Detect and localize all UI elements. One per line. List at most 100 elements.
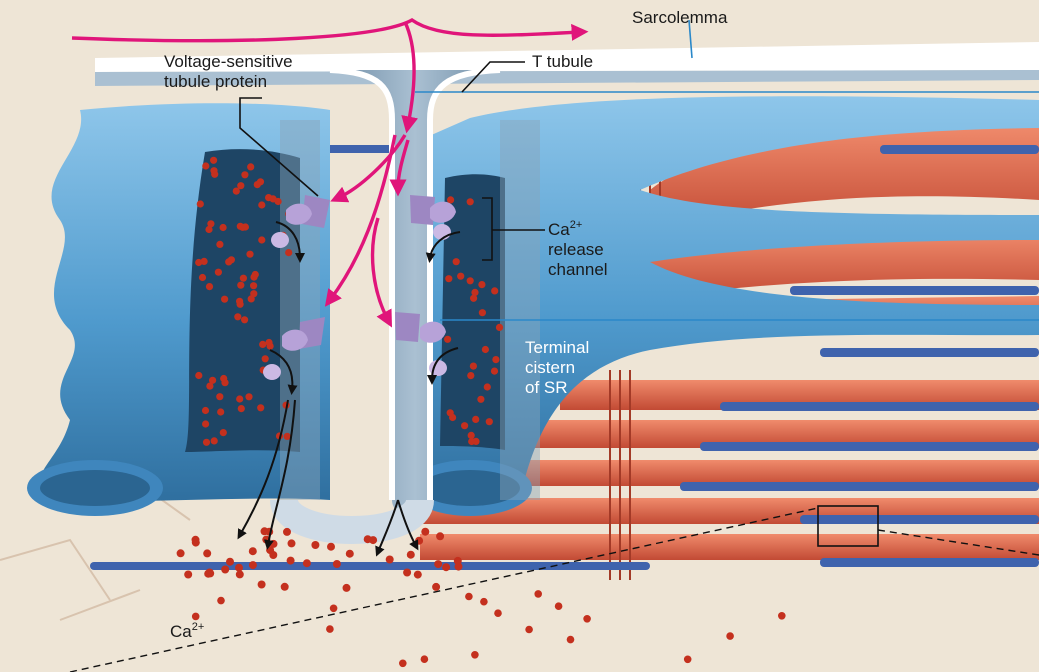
calcium-ion [202, 162, 209, 169]
calcium-ion [197, 200, 204, 207]
calcium-ion [239, 224, 246, 231]
calcium-ion [236, 395, 243, 402]
calcium-ion [467, 372, 474, 379]
calcium-ion [491, 287, 498, 294]
calcium-ion [461, 422, 468, 429]
calcium-ion [470, 295, 477, 302]
calcium-ion-label: Ca2+ [170, 622, 204, 642]
calcium-ion [211, 437, 218, 444]
calcium-ion [206, 283, 213, 290]
calcium-ion [445, 275, 452, 282]
calcium-ion [184, 571, 192, 579]
voltage-sensor-label-line2: tubule protein [164, 72, 293, 92]
calcium-ion [457, 273, 464, 280]
calcium-ion [252, 271, 259, 278]
calcium-ion [583, 615, 591, 623]
calcium-ion [778, 612, 786, 620]
calcium-ion [221, 296, 228, 303]
calcium-ion [203, 549, 211, 557]
terminal-cistern-label-line2: cistern [525, 358, 589, 378]
calcium-ion [726, 632, 734, 640]
calcium-ion [470, 363, 477, 370]
release-channel-label-line1: Ca2+ [548, 220, 608, 240]
calcium-ion [220, 429, 227, 436]
calcium-ion [453, 258, 460, 265]
calcium-ion [281, 583, 289, 591]
release-channel-label-line3: channel [548, 260, 608, 280]
calcium-ion [249, 547, 257, 555]
release-channel-label: Ca2+ release channel [548, 220, 608, 280]
calcium-ion [207, 220, 214, 227]
calcium-ion [192, 613, 200, 621]
calcium-ion [479, 309, 486, 316]
calcium-ion [447, 196, 454, 203]
calcium-ion [480, 598, 488, 606]
calcium-ion [240, 275, 247, 282]
calcium-ion [203, 439, 210, 446]
calcium-ion [195, 372, 202, 379]
calcium-ion [303, 559, 311, 567]
calcium-ion [468, 438, 475, 445]
calcium-ion [202, 420, 209, 427]
calcium-ion [177, 549, 185, 557]
calcium-ion [201, 258, 208, 265]
calcium-ion-base: Ca [170, 622, 192, 641]
calcium-ion [288, 539, 296, 547]
calcium-ion [287, 557, 295, 565]
release-channel-ca: Ca [548, 220, 570, 239]
calcium-ion [250, 290, 257, 297]
calcium-ion [555, 602, 563, 610]
calcium-ion [285, 249, 292, 256]
calcium-ion [534, 590, 542, 598]
calcium-ion [258, 581, 266, 589]
calcium-ion [215, 269, 222, 276]
calcium-ion [192, 539, 200, 547]
calcium-ion [266, 546, 274, 554]
calcium-ion [442, 563, 450, 571]
voltage-sensor-label: Voltage-sensitive tubule protein [164, 52, 293, 92]
calcium-ion [455, 563, 463, 571]
calcium-ion [684, 656, 692, 664]
calcium-ion [234, 313, 241, 320]
calcium-ion [327, 543, 335, 551]
calcium-ion [311, 541, 319, 549]
calcium-ion [414, 571, 422, 579]
calcium-ion [486, 418, 493, 425]
calcium-ion [217, 408, 224, 415]
calcium-ion [226, 558, 234, 566]
calcium-ion [467, 198, 474, 205]
calcium-ion [246, 251, 253, 258]
calcium-ion [494, 609, 502, 617]
calcium-ion [258, 236, 265, 243]
calcium-ion [257, 404, 264, 411]
calcium-ion [225, 258, 232, 265]
calcium-ion [369, 536, 377, 544]
calcium-ion [346, 550, 354, 558]
calcium-ion [484, 383, 491, 390]
calcium-ion [567, 636, 575, 644]
terminal-cistern-label-line3: of SR [525, 378, 589, 398]
calcium-ion [220, 375, 227, 382]
t-tubule-label: T tubule [532, 52, 593, 72]
calcium-ion [265, 339, 272, 346]
calcium-ion [216, 241, 223, 248]
calcium-ion [206, 383, 213, 390]
calcium-ion [210, 157, 217, 164]
calcium-ion [250, 282, 257, 289]
calcium-ion [217, 597, 225, 605]
calcium-ion [403, 569, 411, 577]
calcium-ion [270, 195, 277, 202]
terminal-cistern-label: Terminal cistern of SR [525, 338, 589, 398]
calcium-ion [468, 432, 475, 439]
calcium-ion [206, 569, 214, 577]
voltage-sensor-label-line1: Voltage-sensitive [164, 52, 293, 72]
sarcolemma-label: Sarcolemma [632, 8, 727, 28]
calcium-ion [432, 583, 440, 591]
calcium-ion [247, 163, 254, 170]
calcium-ion [202, 407, 209, 414]
calcium-ion [262, 355, 269, 362]
calcium-ion [415, 537, 423, 545]
release-channel-label-line2: release [548, 240, 608, 260]
calcium-ion [236, 298, 243, 305]
